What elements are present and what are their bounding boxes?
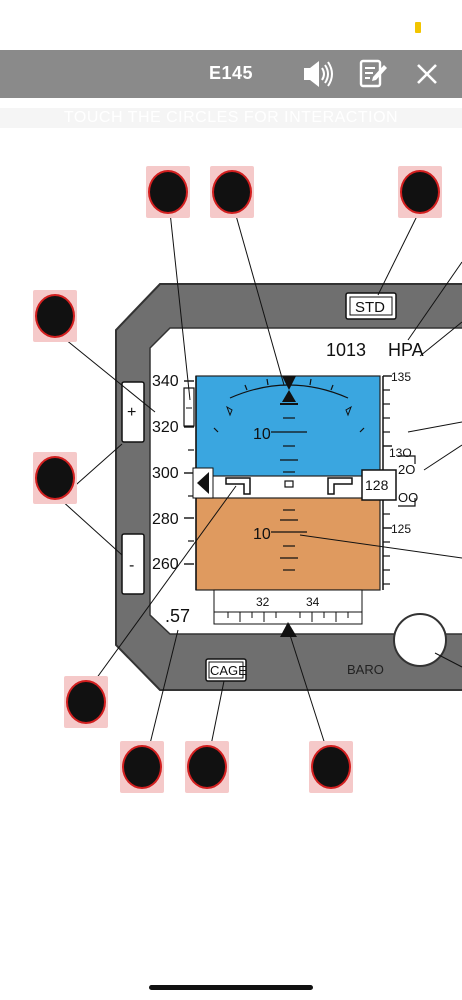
hotspot-cage-button[interactable] [185,741,229,793]
svg-text:340: 340 [152,373,179,390]
hotspot-plus-minus-buttons[interactable] [33,452,77,504]
pfd-diagram: 10 10 340 320 300 280 260 + - [0,160,462,795]
hotspot-speed-trend[interactable] [146,166,190,218]
svg-text:300: 300 [152,465,179,482]
hotspot-mach-readout[interactable] [120,741,164,793]
cage-button [205,658,247,682]
svg-text:+: + [127,404,136,421]
svg-text:STD: STD [355,299,385,316]
altitude-readout [361,469,397,501]
speed-pointer-icon [197,472,209,494]
attitude-ground [195,497,381,591]
svg-text:128: 128 [365,477,389,493]
aircraft-symbol-left [225,477,251,495]
hotspot-speed-tape[interactable] [33,290,77,342]
home-indicator [149,985,313,990]
page-title: E145 [208,63,254,83]
svg-text:32: 32 [256,595,270,609]
hotspot-heading-scale[interactable] [309,741,353,793]
svg-text:CAGE: CAGE [210,663,247,678]
pitch-label-down: 10 [253,526,271,543]
close-icon[interactable] [410,57,444,91]
svg-text:135: 135 [391,370,411,384]
heading-pointer-icon [280,622,297,637]
std-button [345,292,397,320]
pitch-label-up: 10 [253,426,271,443]
svg-text:-: - [129,557,134,574]
svg-text:13O: 13O [389,446,412,460]
baro-knob [393,613,447,667]
heading-scale [213,589,363,625]
svg-text:2O: 2O [398,462,415,477]
baro-setting: 1013 [326,340,366,360]
svg-text:260: 260 [152,556,179,573]
interaction-hint: TOUCH THE CIRCLES FOR INTERACTION [0,108,462,128]
status-bar [0,0,462,50]
svg-text:34: 34 [306,595,320,609]
hotspot-roll-pointer[interactable] [210,166,254,218]
attitude-sky [195,375,381,477]
notes-icon[interactable] [356,57,390,91]
mach-readout: .57 [165,606,190,626]
hotspot-std-button[interactable] [398,166,442,218]
hotspot-aircraft-symbol[interactable] [64,676,108,728]
plus-button [121,381,145,443]
svg-text:BARO: BARO [347,662,384,677]
svg-text:125: 125 [391,522,411,536]
baro-unit: HPA [388,340,424,360]
app-header: E145 [0,50,462,98]
battery-icon [415,22,421,33]
roll-pointer [282,376,296,390]
aircraft-symbol-right [327,477,353,495]
minus-button [121,533,145,595]
speaker-icon[interactable] [300,57,334,91]
svg-text:OO: OO [398,490,418,505]
svg-text:320: 320 [152,419,179,436]
svg-text:280: 280 [152,511,179,528]
